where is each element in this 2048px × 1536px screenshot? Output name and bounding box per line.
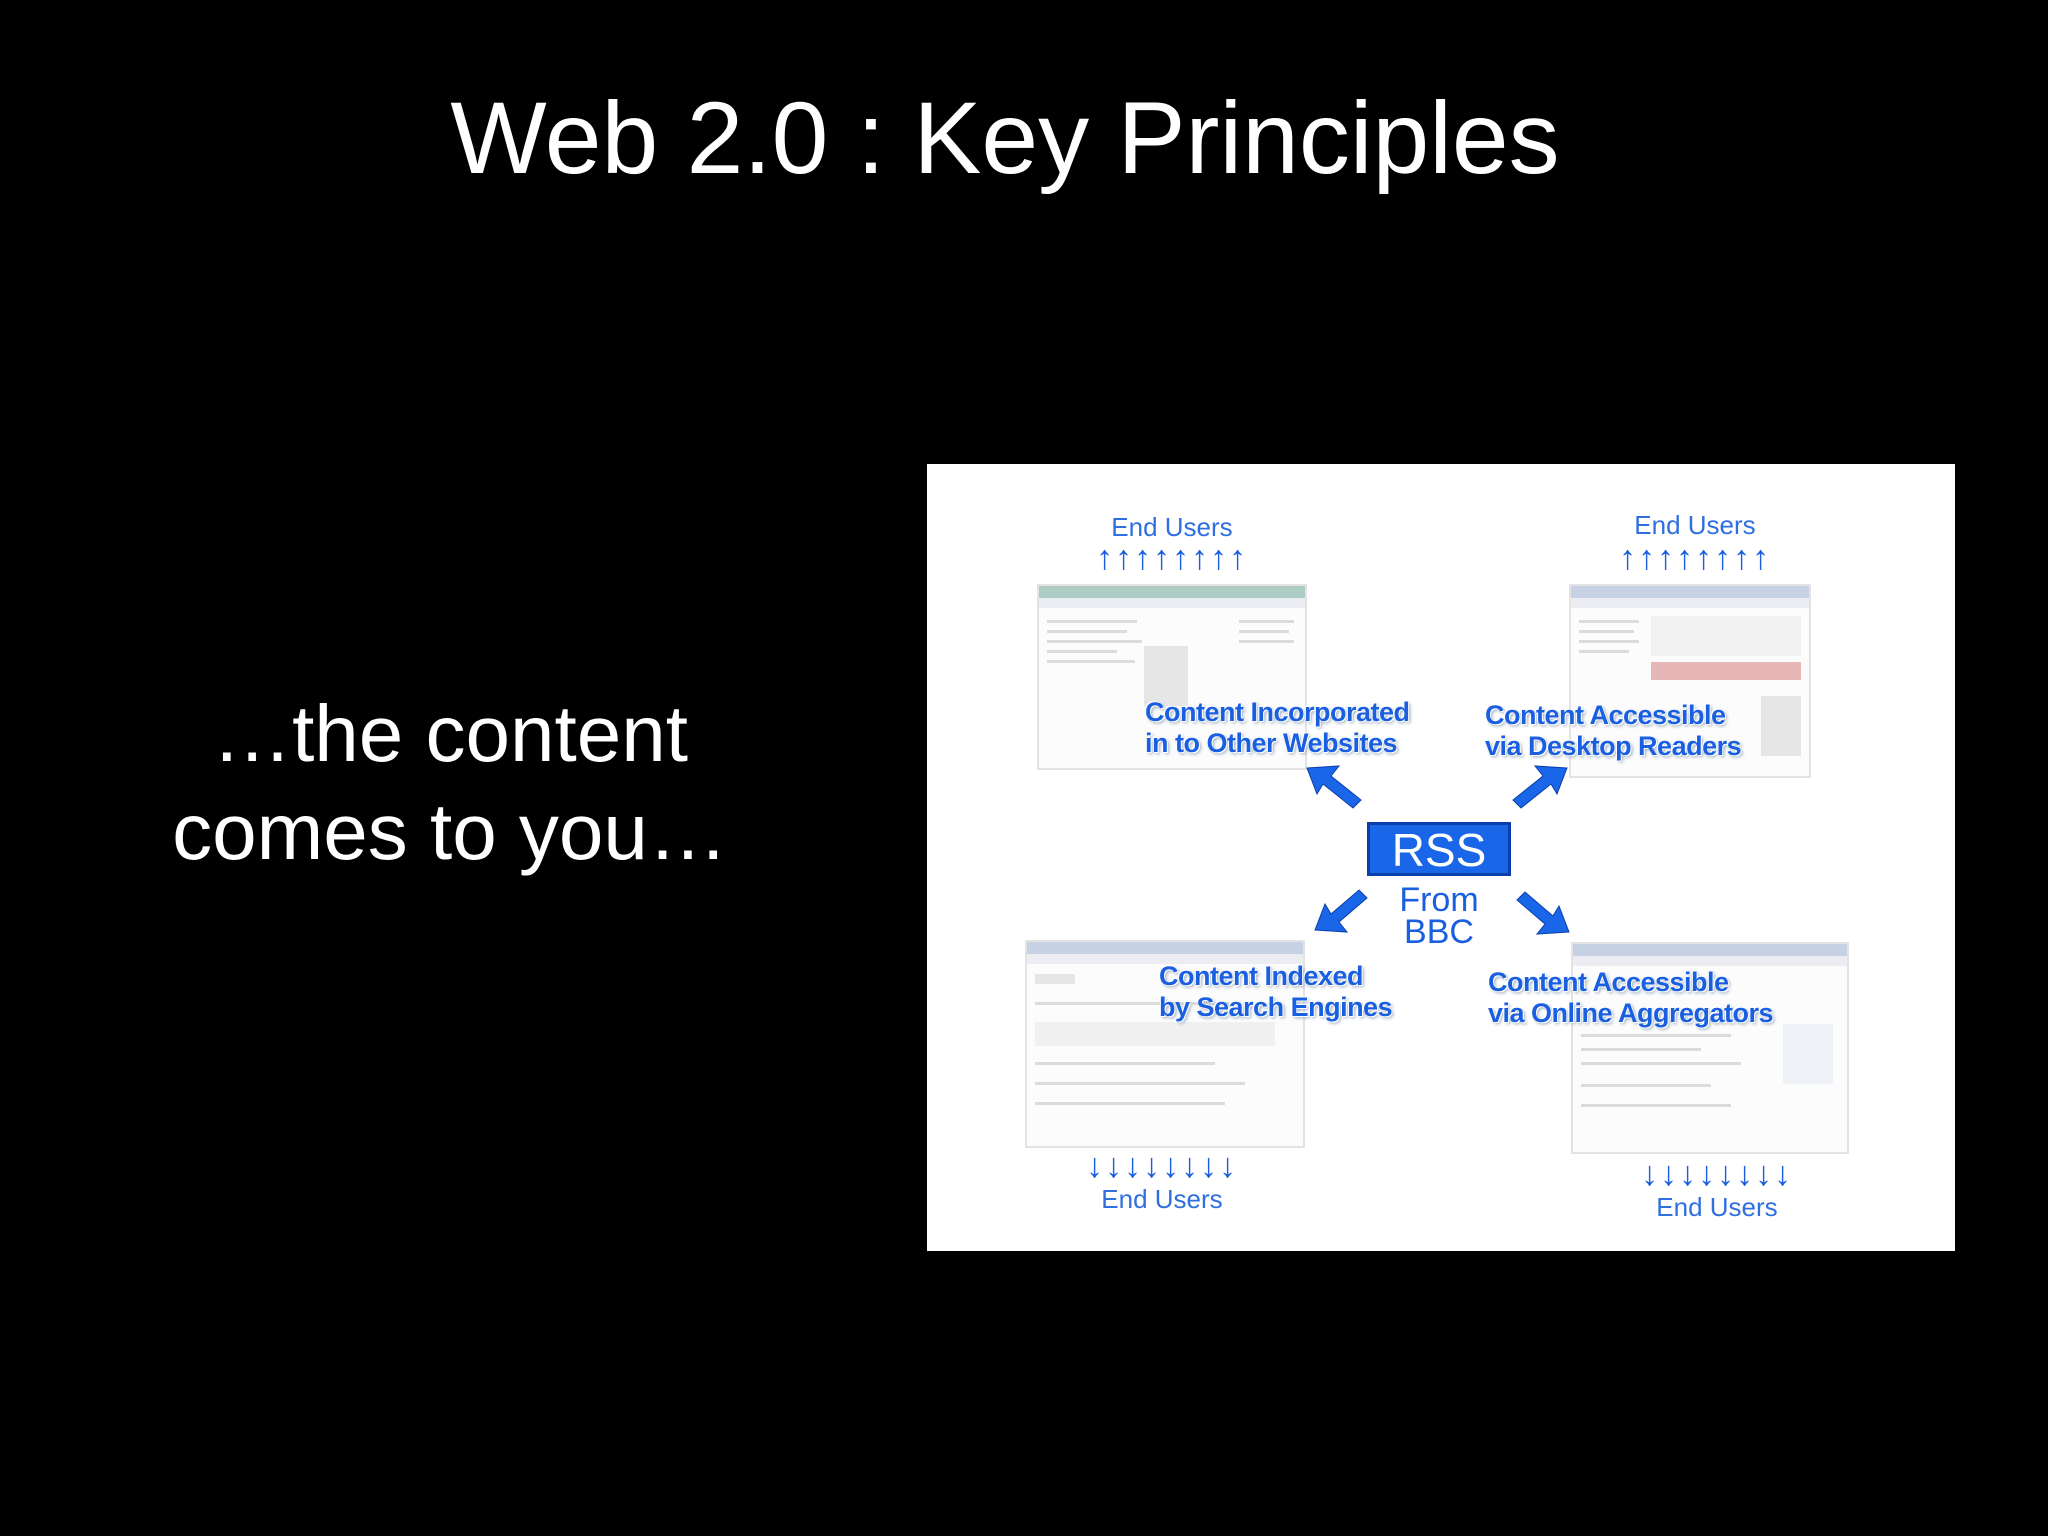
end-users-label-bottom-left: End Users bbox=[1101, 1184, 1223, 1214]
desktop-reader-screenshot bbox=[1569, 584, 1811, 778]
caption-top-right: Content Accessible via Desktop Readers bbox=[1485, 700, 1742, 761]
tagline-line-2: comes to you… bbox=[172, 787, 728, 876]
down-arrows-bottom-left: ↓↓↓↓↓↓↓↓ bbox=[1086, 1147, 1238, 1185]
aggregator-screenshot bbox=[1571, 942, 1849, 1154]
arrow-down-right-icon bbox=[1516, 891, 1570, 935]
tagline-line-1: …the content bbox=[212, 689, 688, 778]
arrow-down-left-icon bbox=[1314, 889, 1368, 933]
rss-diagram: End Users ↑↑↑↑↑↑↑↑ Content Incorporated … bbox=[927, 464, 1955, 1251]
search-engine-screenshot bbox=[1025, 940, 1305, 1148]
from-bbc-label: From BBC bbox=[1399, 881, 1479, 951]
end-users-label-top-right: End Users bbox=[1634, 510, 1756, 540]
end-users-label-bottom-right: End Users bbox=[1656, 1192, 1778, 1222]
arrow-up-left-icon bbox=[1306, 765, 1362, 809]
caption-top-left: Content Incorporated in to Other Website… bbox=[1145, 697, 1410, 758]
up-arrows-top-left: ↑↑↑↑↑↑↑↑ bbox=[1096, 539, 1248, 577]
end-users-label-top-left: End Users bbox=[1111, 512, 1233, 542]
caption-bottom-left: Content Indexed by Search Engines bbox=[1159, 961, 1393, 1022]
tagline: …the content comes to you… bbox=[140, 685, 760, 881]
rss-box: RSS bbox=[1367, 822, 1511, 876]
up-arrows-top-right: ↑↑↑↑↑↑↑↑ bbox=[1619, 539, 1771, 577]
slide-title: Web 2.0 : Key Principles bbox=[450, 81, 1560, 195]
website-screenshot bbox=[1037, 584, 1307, 770]
arrow-up-right-icon bbox=[1512, 765, 1568, 809]
down-arrows-bottom-right: ↓↓↓↓↓↓↓↓ bbox=[1641, 1155, 1793, 1193]
caption-bottom-right: Content Accessible via Online Aggregator… bbox=[1488, 967, 1774, 1028]
